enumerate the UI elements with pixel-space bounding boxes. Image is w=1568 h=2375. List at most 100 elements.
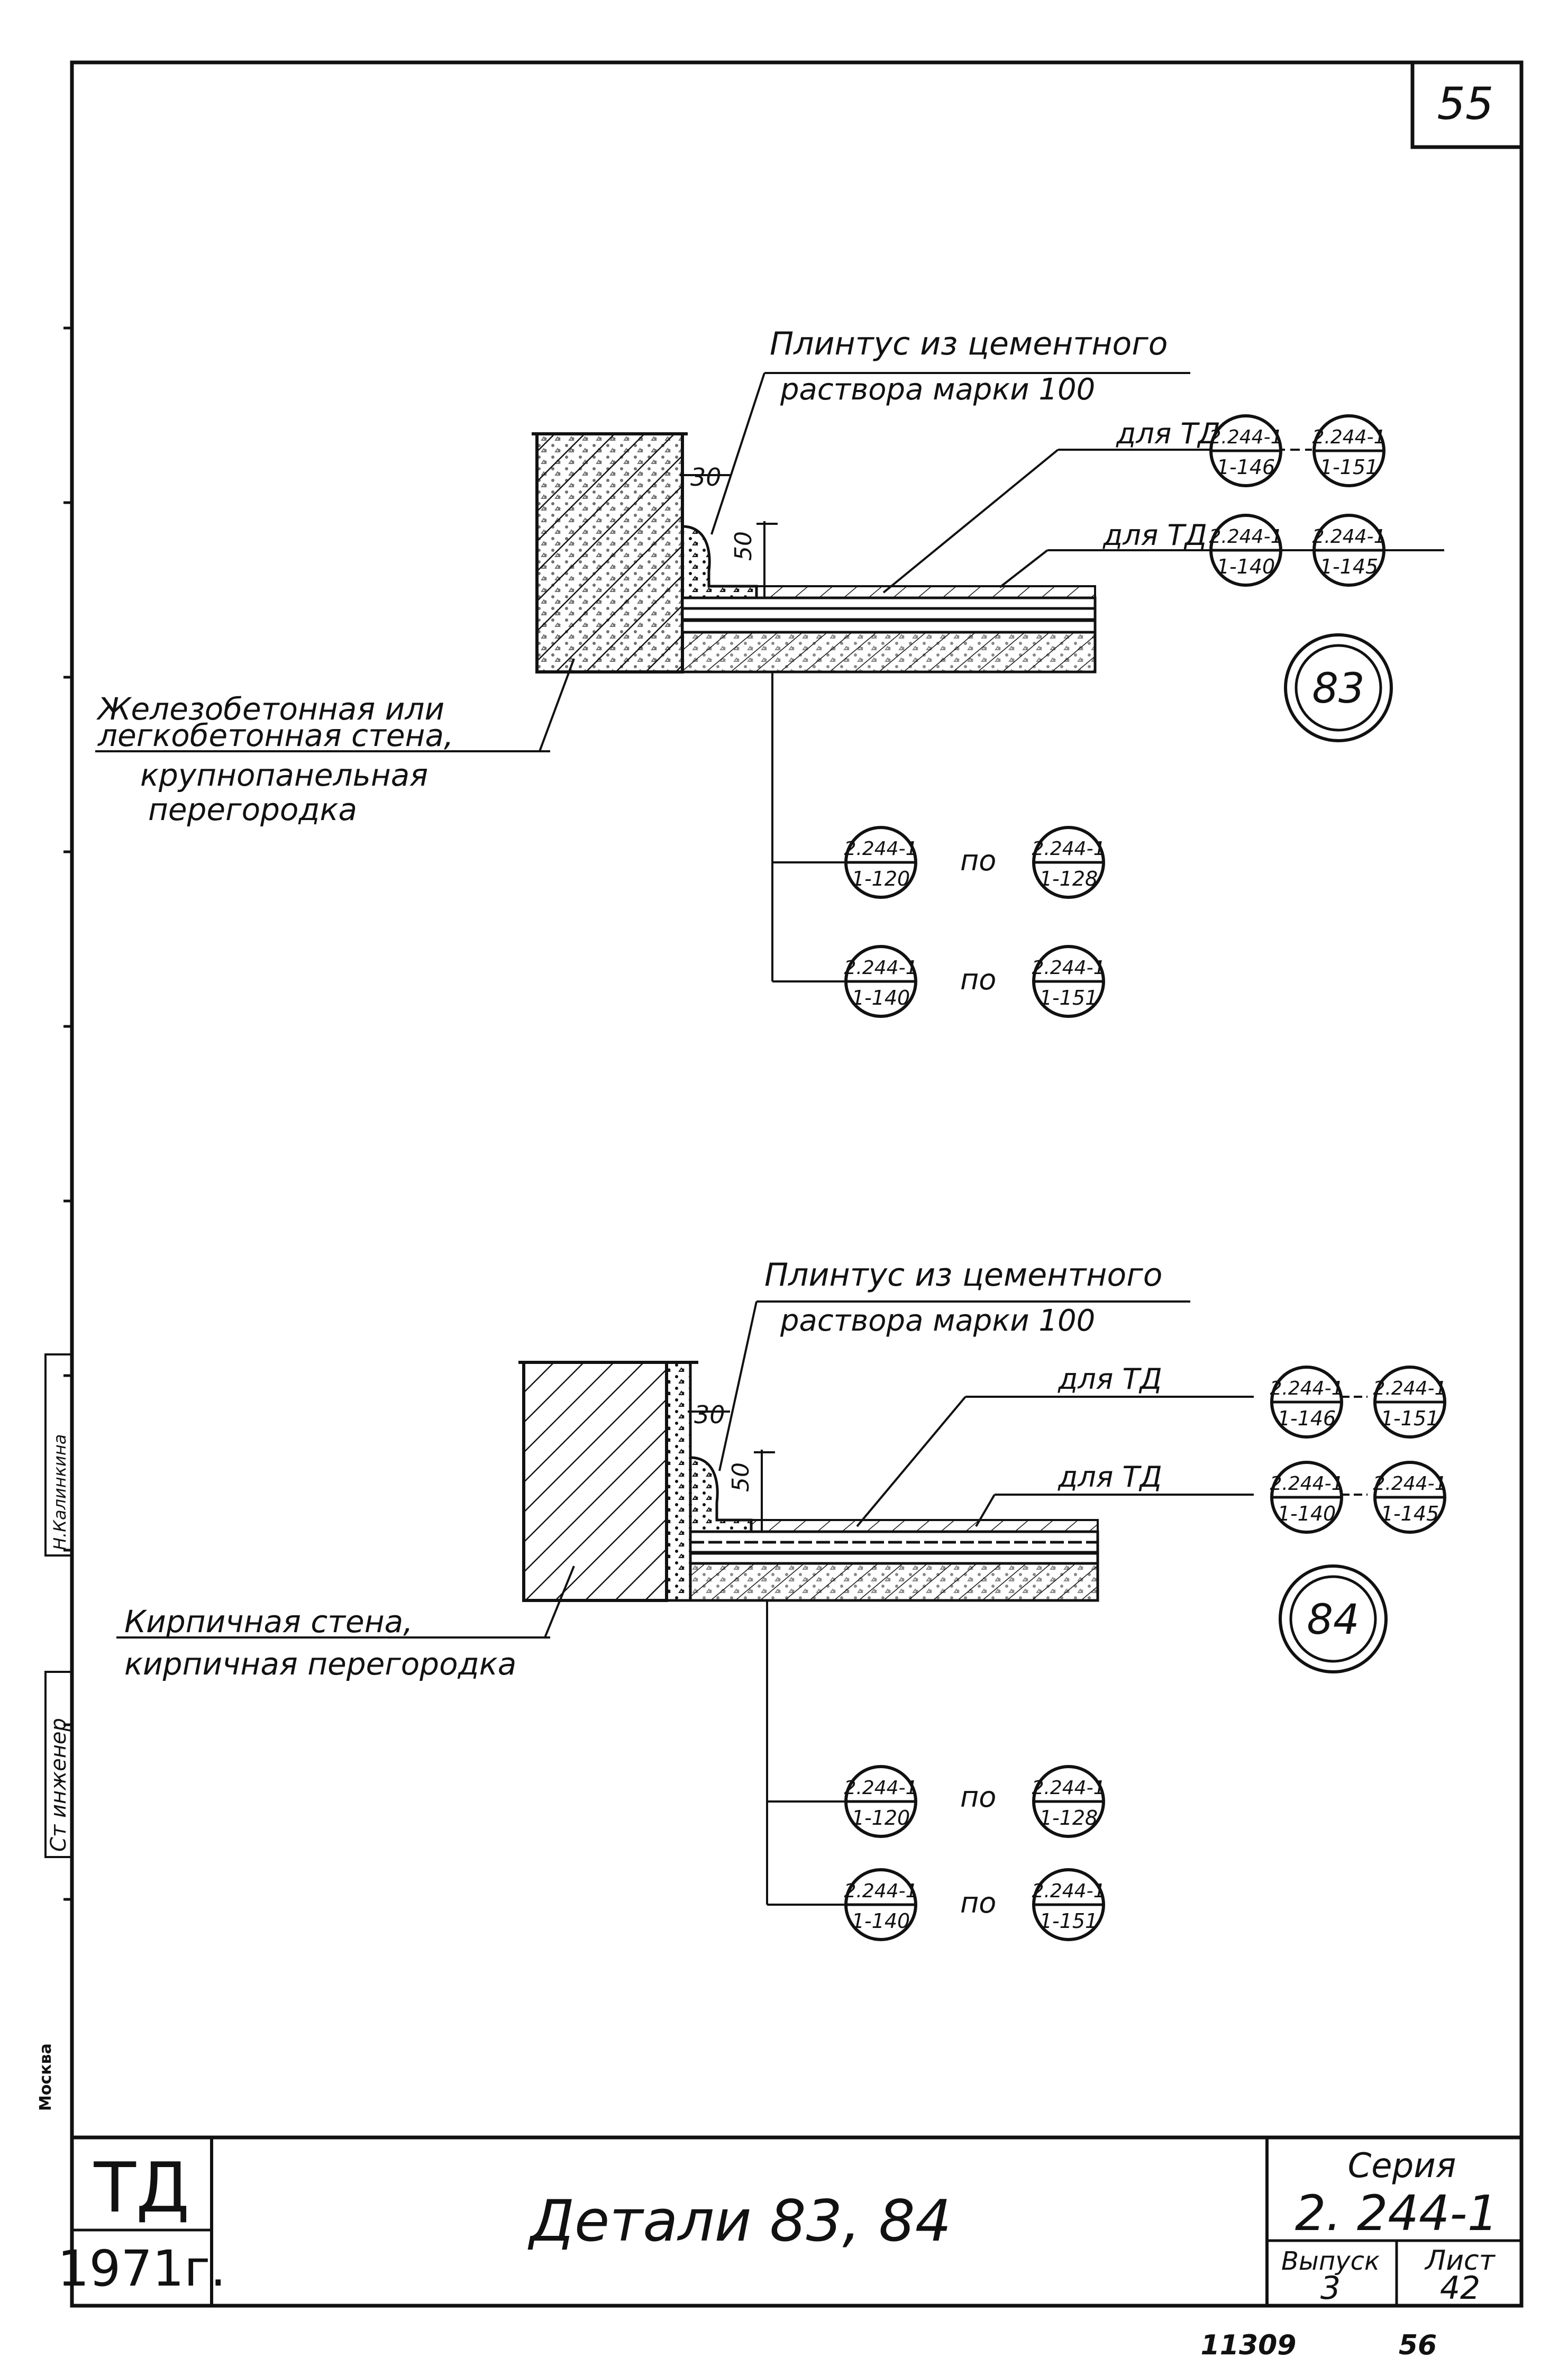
skirting-label-84-line2: раствора марки 100 <box>780 1304 1095 1338</box>
reference-sheet: 1-120 <box>852 867 910 890</box>
po-83-2: по <box>960 963 996 996</box>
sheet-reference-circle: 2.244-1 1-145 <box>1312 514 1386 587</box>
signature: Н.Калинкина <box>50 1434 70 1550</box>
reference-series: 2.244-1 <box>1032 838 1106 860</box>
detail-number-84: 84 <box>1307 1596 1359 1644</box>
for-td-83-1: для ТД <box>1116 417 1220 450</box>
for-td-84-1: для ТД <box>1058 1362 1162 1396</box>
sheet-reference-circle: 2.244-1 1-140 <box>844 1868 918 1941</box>
reference-series: 2.244-1 <box>844 1777 918 1799</box>
dim-50-83: 50 <box>730 531 757 561</box>
sheet-title: Детали 83, 84 <box>528 2188 952 2254</box>
page-number: 56 <box>1399 2329 1437 2361</box>
skirting-label-84-line1: Плинтус из цементного <box>764 1257 1162 1294</box>
reference-series: 2.244-1 <box>1312 426 1386 448</box>
sheet-reference-circle: 2.244-1 1-128 <box>1032 826 1106 899</box>
reference-sheet: 1-128 <box>1040 1806 1098 1830</box>
sheet-reference-circle: 2.244-1 1-151 <box>1373 1366 1447 1439</box>
sheet-label: Лист <box>1424 2245 1496 2277</box>
signature-box <box>44 1353 73 1557</box>
left-margin-stamps: Ст инженер Н.Калинкина Москва <box>37 1353 73 2111</box>
dim-50-84: 50 <box>727 1462 754 1492</box>
reference-sheet: 1-151 <box>1040 1909 1098 1933</box>
sheet-reference-circle: 2.244-11-140 <box>844 945 918 1018</box>
reference-series: 2.244-1 <box>1209 526 1283 548</box>
org-mark: ТД <box>94 2147 190 2228</box>
left-margin-ticks <box>63 326 72 1901</box>
reference-series: 2.244-1 <box>844 838 918 860</box>
skirting-84 <box>689 1456 753 1533</box>
skirting-83 <box>681 525 758 599</box>
sheet-reference-circle: 2.244-1 1-151 <box>1312 414 1386 487</box>
reference-series: 2.244-1 <box>1209 426 1283 448</box>
reference-sheet: 1-151 <box>1381 1407 1439 1430</box>
po-84-1: по <box>960 1780 996 1814</box>
reference-sheet: 1-128 <box>1040 867 1098 890</box>
sheet-reference-circle: 2.244-1 1-120 <box>844 1765 918 1838</box>
reference-series: 2.244-1 <box>1270 1378 1344 1399</box>
wall-label-84-line2: кирпичная перегородка <box>124 1646 516 1682</box>
reference-sheet: 1-140 <box>1217 555 1275 578</box>
plaster-layer-84 <box>665 1361 692 1602</box>
wall-label-83-line2: легкобетонная стена, <box>97 717 453 753</box>
reference-series: 2.244-1 <box>1312 526 1386 548</box>
sheet-reference-circle: 2.244-1 1-151 <box>1032 945 1106 1018</box>
reference-sheet: 1-146 <box>1217 456 1275 479</box>
dim-30-84: 30 <box>694 1400 725 1429</box>
skirting-label-83-line1: Плинтус из цементного <box>770 325 1168 362</box>
po-83-1: по <box>960 844 996 877</box>
series-value: 2. 244-1 <box>1295 2185 1498 2242</box>
reference-sheet: 1-140 <box>1278 1502 1336 1525</box>
reference-sheet: 1-120 <box>852 1806 910 1830</box>
sheet-reference-circle: 2.244-1 1-120 <box>844 826 918 899</box>
reference-series: 2.244-1 <box>1373 1378 1447 1399</box>
detail-83: 30 50 Плинтус из цементного раствора мар… <box>95 325 1444 996</box>
year: 1971г. <box>58 2240 226 2298</box>
sheet-reference-circle: 2.244-1 1-151 <box>1032 1868 1106 1941</box>
reference-series: 2.244-1 <box>1032 1880 1106 1902</box>
reference-series: 2.244-1 <box>844 957 918 979</box>
sheet-value: 42 <box>1440 2270 1480 2307</box>
reference-sheet: 1-151 <box>1040 986 1098 1009</box>
engineer-stamp: Ст инженер <box>47 1718 71 1852</box>
sheet-reference-circle: 2.244-1 1-146 <box>1209 414 1283 487</box>
wall-label-83-line4: перегородка <box>148 791 357 827</box>
reference-series: 2.244-1 <box>1032 957 1106 979</box>
wall-label-83-line3: крупнопанельная <box>140 757 428 793</box>
for-td-84-2: для ТД <box>1058 1460 1162 1494</box>
title-block: ТД 1971г. Детали 83, 84 Серия 2. 244-1 В… <box>58 2135 1521 2307</box>
dim-30-83: 30 <box>690 463 722 492</box>
reference-sheet: 1-140 <box>852 1909 910 1933</box>
reference-series: 2.244-1 <box>1373 1473 1447 1495</box>
corner-number-box <box>1410 60 1524 149</box>
po-84-2: по <box>960 1886 996 1919</box>
detail-number-83: 83 <box>1312 665 1364 713</box>
skirting-label-83-line2: раствора марки 100 <box>780 372 1095 407</box>
sheet-frame <box>70 60 1524 2308</box>
detail-number-badge-84: 84 <box>1279 1564 1388 1673</box>
reference-series: 2.244-1 <box>1270 1473 1344 1495</box>
reference-circles: 2.244-11-1462.244-11-1512.244-11-1402.24… <box>844 414 1447 1941</box>
issue-value: 3 <box>1320 2270 1341 2307</box>
wall-label-83-line1: Железобетонная или <box>96 691 444 727</box>
floor-layers-83 <box>681 596 1097 634</box>
city: Москва <box>37 2043 55 2111</box>
sheet-reference-circle: 2.244-1 1-140 <box>1270 1461 1344 1534</box>
corner-number: 55 <box>1437 78 1494 130</box>
for-td-83-2: для ТД <box>1102 518 1207 552</box>
sheet-reference-circle: 2.244-1 1-145 <box>1373 1461 1447 1534</box>
wall-84 <box>522 1361 668 1602</box>
engineer-stamp-box <box>44 1671 73 1858</box>
series-label: Серия <box>1348 2146 1456 2186</box>
reference-sheet: 1-151 <box>1320 456 1378 479</box>
detail-number-badge-83: 83 <box>1284 633 1393 742</box>
reference-sheet: 1-145 <box>1320 555 1378 578</box>
reference-sheet: 1-145 <box>1381 1502 1439 1525</box>
issue-label: Выпуск <box>1281 2246 1380 2276</box>
floor-layers-84 <box>689 1530 1099 1565</box>
reference-series: 2.244-1 <box>844 1880 918 1902</box>
order-number: 11309 <box>1201 2329 1297 2361</box>
reference-sheet: 1-146 <box>1278 1407 1336 1430</box>
reference-series: 2.244-1 <box>1032 1777 1106 1799</box>
